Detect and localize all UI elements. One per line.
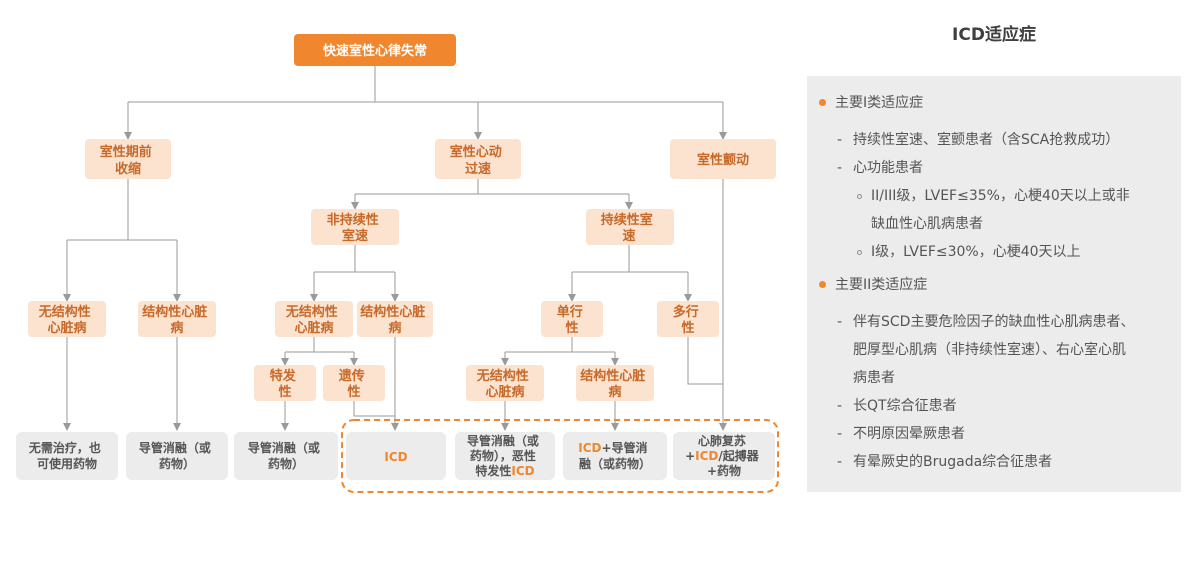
bullet-dot-icon — [819, 281, 826, 288]
class2-item4: 有晕厥史的Brugada综合征患者 — [853, 454, 1053, 470]
class2-item1-line1: 伴有SCD主要危险因子的缺血性心肌病患者、 — [853, 314, 1135, 330]
connector — [687, 337, 723, 385]
outcome-1-box — [16, 432, 118, 480]
class1-sub1-line2: 缺血性心肌病患者 — [871, 216, 983, 232]
root-node-box — [294, 34, 456, 66]
class1-heading: 主要I类适应症 — [819, 90, 1169, 116]
class1-item2: 心功能患者 — [853, 160, 923, 176]
outcome-4-box — [346, 432, 446, 480]
dash-marker: - — [837, 426, 843, 442]
poly-node-box — [657, 301, 719, 337]
class2-title: 主要II类适应症 — [835, 277, 928, 293]
idiopathic-node-box — [254, 365, 316, 401]
class2-item3: 不明原因晕厥患者 — [853, 426, 965, 442]
hollow-bullet-icon — [857, 250, 862, 255]
outcome-6-box — [563, 432, 667, 480]
outcome-2: 导管消融（或 药物） — [139, 440, 215, 471]
mono-no-shd-node: 无结构性 心脏病 — [476, 368, 534, 400]
panel-title: ICD适应症 — [952, 25, 1036, 45]
icd-indications-panel: 主要I类适应症 - 持续性室速、室颤患者（含SCA抢救成功） - 心功能患者 I… — [807, 76, 1181, 492]
pvc-shd-node-box — [138, 301, 216, 337]
outcome-5-box — [455, 432, 555, 480]
hereditary-node-box — [323, 365, 385, 401]
root-node: 快速室性心律失常 — [323, 43, 427, 59]
outcome-3-box — [234, 432, 338, 480]
class2-item1-line3: 病患者 — [853, 370, 895, 386]
outcome-7: 心肺复苏 +ICD/起搏器 +药物 — [685, 433, 763, 478]
class1-sub2: I级，LVEF≤30%，心梗40天以上 — [871, 244, 1081, 260]
outcome-4: ICD — [384, 450, 407, 464]
ns-no-shd-node: 无结构性 心脏病 — [285, 304, 343, 336]
vt-node-box — [435, 139, 521, 179]
vt-node: 室性心动 过速 — [450, 144, 507, 177]
sustained-node-box — [586, 209, 674, 245]
ns-no-shd-node-box — [275, 301, 353, 337]
outcome-2-box — [126, 432, 228, 480]
vf-node: 室性颤动 — [697, 152, 749, 168]
list-item: - 持续性室速、室颤患者（含SCA抢救成功） — [819, 126, 1169, 154]
outcome-6: ICD+导管消 融（或药物） — [578, 440, 651, 471]
poly-node: 多行 性 — [673, 304, 704, 336]
list-item: - 长QT综合征患者 — [819, 392, 1169, 420]
dash-marker: - — [837, 454, 843, 470]
ns-shd-node-box — [357, 301, 433, 337]
nonsustained-node: 非持续性 室速 — [327, 212, 384, 244]
list-item: - 有晕厥史的Brugada综合征患者 — [819, 448, 1169, 476]
bullet-dot-icon — [819, 99, 826, 106]
sustained-node: 持续性室 速 — [601, 212, 658, 244]
class1-title: 主要I类适应症 — [835, 95, 924, 111]
dash-marker: - — [837, 314, 843, 330]
list-item: - 不明原因晕厥患者 — [819, 420, 1169, 448]
idiopathic-node: 特发 性 — [270, 368, 301, 400]
icd-group-outline — [341, 419, 779, 493]
class2-item1-line2: 肥厚型心肌病（非持续性室速）、右心室心肌 — [853, 342, 1126, 358]
pvc-no-shd-node: 无结构性 心脏病 — [38, 304, 96, 336]
ns-shd-node: 结构性心脏 病 — [360, 304, 430, 336]
mono-node: 单行 性 — [557, 304, 588, 336]
premature-node-box — [85, 139, 171, 179]
mono-node-box — [541, 301, 603, 337]
hereditary-node: 遗传 性 — [338, 368, 370, 400]
connector — [353, 401, 395, 417]
connectors — [63, 66, 727, 431]
outcome-7-box — [673, 432, 775, 480]
class2-heading: 主要II类适应症 — [819, 272, 1169, 298]
dash-marker: - — [837, 398, 843, 414]
dash-marker: - — [837, 132, 843, 148]
pvc-no-shd-node-box — [28, 301, 106, 337]
outcome-3: 导管消融（或 药物） — [248, 440, 324, 471]
outcome-1: 无需治疗，也 可使用药物 — [28, 440, 105, 471]
premature-node: 室性期前 收缩 — [100, 144, 157, 177]
nonsustained-node-box — [311, 209, 399, 245]
sub-list-item: I级，LVEF≤30%，心梗40天以上 — [819, 238, 1169, 266]
pvc-shd-node: 结构性心脏 病 — [142, 304, 212, 336]
outcome-5: 导管消融（或 药物），恶性 特发性ICD — [467, 433, 543, 478]
list-item: - 心功能患者 — [819, 154, 1169, 182]
class2-item2: 长QT综合征患者 — [853, 398, 957, 414]
mono-shd-node-box — [576, 365, 654, 401]
flowchart: 快速室性心律失常 室性期前 收缩 室性心动 过速 室性颤动 非持续性 室速 持续… — [16, 34, 779, 493]
dash-marker: - — [837, 160, 843, 176]
mono-shd-node: 结构性心脏 病 — [580, 368, 650, 400]
list-item: - 伴有SCD主要危险因子的缺血性心肌病患者、 肥厚型心肌病（非持续性室速）、右… — [819, 308, 1169, 392]
class1-item1: 持续性室速、室颤患者（含SCA抢救成功） — [853, 132, 1120, 148]
sub-list-item: II/III级，LVEF≤35%，心梗40天以上或非 缺血性心肌病患者 — [819, 182, 1169, 238]
class1-sub1-line1: II/III级，LVEF≤35%，心梗40天以上或非 — [871, 188, 1130, 204]
vf-node-box — [670, 139, 776, 179]
mono-no-shd-node-box — [466, 365, 544, 401]
hollow-bullet-icon — [857, 194, 862, 199]
